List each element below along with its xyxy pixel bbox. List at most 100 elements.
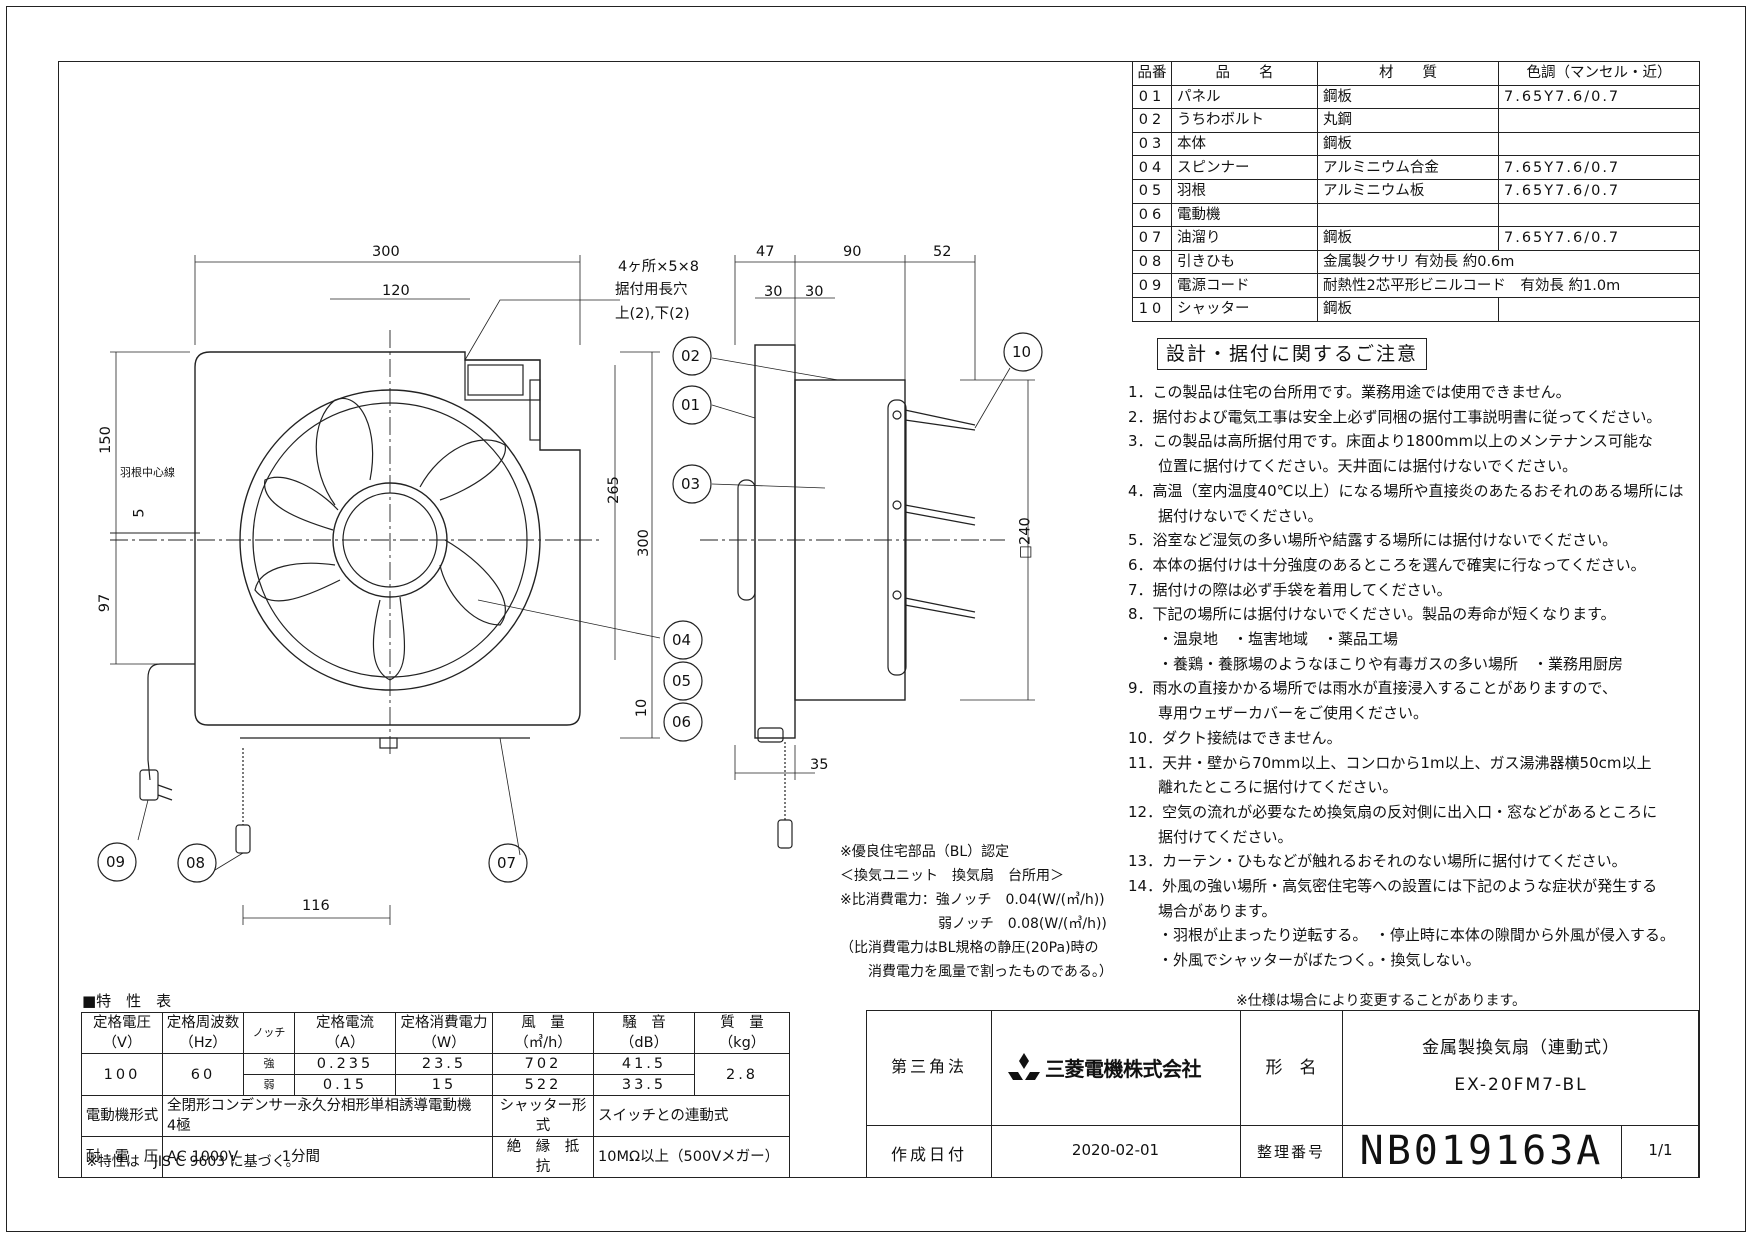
- part-color: 7.65Y7.6/0.7: [1498, 155, 1700, 180]
- dim-300-top: 300: [372, 244, 400, 260]
- part-color: [1498, 296, 1700, 322]
- part-color: 7.65Y7.6/0.7: [1498, 84, 1700, 110]
- dim-47: 47: [756, 244, 775, 260]
- company-name: 三菱電機株式会社: [1045, 1056, 1202, 1081]
- th-noise: 騒 音（dB）: [593, 1012, 695, 1054]
- front-view: [110, 255, 661, 925]
- bl-line: ※比消費電力：強ノッチ 0.04(W/(㎥/h)): [840, 892, 1105, 908]
- balloon-03: 03: [681, 475, 701, 493]
- header-name: 品 名: [1171, 61, 1318, 86]
- part-material: 鋼板: [1317, 226, 1499, 251]
- bl-line: ※優良住宅部品（BL）認定: [840, 844, 1010, 860]
- balloon-05: 05: [672, 672, 692, 690]
- installation-notes: 1．この製品は住宅の台所用です。業務用途では使用できません。 2．据付および電気…: [1128, 380, 1688, 973]
- part-name: 電動機: [1171, 202, 1318, 228]
- part-name: スピンナー: [1171, 155, 1318, 180]
- part-material: [1317, 202, 1499, 228]
- note-line: 位置に据付けてください。天井面には据付けないでください。: [1128, 457, 1578, 476]
- part-material: アルミニウム板: [1317, 178, 1499, 204]
- th-mass-label: 質 量: [720, 1015, 764, 1031]
- th-voltage: 定格電圧（V）: [81, 1012, 163, 1054]
- product-name: 金属製換気扇（連動式）: [1422, 1038, 1620, 1058]
- note-line: 11．天井・壁から70mm以上、コンロから1m以上、ガス湯沸器横50cm以上: [1128, 753, 1652, 772]
- freq-value: 60: [162, 1053, 244, 1096]
- withstand-value: AC 1000V 1分間: [162, 1136, 493, 1178]
- tb-vline: [1240, 1011, 1241, 1177]
- part-name: 本体: [1171, 131, 1318, 157]
- notch-strong: 強: [243, 1053, 295, 1075]
- slot-note-2: 据付用長穴: [615, 282, 688, 298]
- part-name: 電源コード: [1171, 273, 1318, 298]
- th-current: 定格電流（A）: [294, 1012, 396, 1054]
- part-name: 羽根: [1171, 178, 1318, 204]
- th-power: 定格消費電力（W）: [395, 1012, 493, 1054]
- current-weak: 0.15: [294, 1074, 396, 1096]
- bl-line: 弱ノッチ 0.08(W/(㎥/h)): [840, 916, 1107, 932]
- note-line: 13．カーテン・ひもなどが触れるおそれのない場所に据付けてください。: [1128, 852, 1627, 871]
- note-line: 5．浴室など湿気の多い場所や結露する場所には据付けないでください。: [1128, 531, 1618, 550]
- model-label: 形 名: [1265, 1058, 1317, 1078]
- noise-weak: 33.5: [593, 1074, 695, 1096]
- bl-certification-note: ※優良住宅部品（BL）認定＜換気ユニット 換気扇 台所用＞※比消費電力：強ノッチ…: [840, 840, 1113, 984]
- balloon-markers: [97, 332, 1043, 883]
- part-no: 04: [1132, 155, 1172, 180]
- part-name: シャッター: [1171, 296, 1318, 322]
- slot-note-3: 上(2),下(2): [615, 306, 690, 322]
- motor-label: 電動機形式: [81, 1095, 163, 1137]
- part-material: 金属製クサリ 有効長 約0.6m: [1317, 249, 1700, 275]
- note-line: ・羽根が止まったり逆転する。 ・停止時に本体の隙間から外風が侵入する。: [1128, 926, 1675, 945]
- dim-240: □240: [1017, 517, 1034, 559]
- part-no: 02: [1132, 108, 1172, 133]
- power-strong: 23.5: [395, 1053, 493, 1075]
- part-material: 丸鋼: [1317, 108, 1499, 133]
- bl-line: （比消費電力はBL規格の静圧(20Pa)時の: [840, 940, 1099, 956]
- part-name: うちわボルト: [1171, 108, 1318, 133]
- part-no: 09: [1132, 273, 1172, 298]
- note-line: 離れたところに据付けてください。: [1128, 778, 1398, 797]
- th-mass-unit: （kg）: [718, 1035, 766, 1051]
- note-line: ・養鶏・養豚場のようなほこりや有毒ガスの多い場所 ・業務用厨房: [1128, 654, 1624, 673]
- part-no: 07: [1132, 226, 1172, 251]
- note-line: 7．据付けの際は必ず手袋を着用してください。: [1128, 580, 1452, 599]
- tb-hline: [867, 1125, 1698, 1126]
- dim-52: 52: [933, 244, 952, 260]
- dim-5: 5: [131, 508, 148, 518]
- th-voltage-unit: （V）: [102, 1035, 142, 1051]
- th-noise-unit: （dB）: [619, 1035, 669, 1051]
- side-view: [700, 255, 1035, 849]
- mitsubishi-logo-icon: [1008, 1053, 1040, 1080]
- voltage-value: 100: [81, 1053, 163, 1096]
- th-power-unit: （W）: [422, 1035, 466, 1051]
- part-no: 06: [1132, 202, 1172, 228]
- header-material: 材 質: [1317, 61, 1499, 86]
- balloon-04: 04: [672, 631, 692, 649]
- th-notch: ノッチ: [243, 1012, 295, 1054]
- balloon-09: 09: [106, 853, 126, 871]
- noise-strong: 41.5: [593, 1053, 695, 1075]
- jis-note: ※特性は JIS C 9603 に基づく。: [86, 1154, 300, 1170]
- doc-number: NB019163A: [1359, 1128, 1604, 1174]
- notch-weak: 弱: [243, 1074, 295, 1096]
- part-material: 鋼板: [1317, 131, 1499, 157]
- shutter-label: シャッター形式: [492, 1095, 594, 1137]
- note-line: 9．雨水の直接かかる場所では雨水が直接浸入することがありますので、: [1128, 679, 1617, 698]
- blade-center-label: 羽根中心線: [120, 466, 175, 479]
- mass-value: 2.8: [694, 1053, 790, 1096]
- note-line: 1．この製品は住宅の台所用です。業務用途では使用できません。: [1128, 383, 1571, 401]
- notes-title: 設計・据付に関するご注意: [1157, 338, 1428, 370]
- balloon-01: 01: [681, 396, 701, 414]
- balloon-02: 02: [681, 347, 701, 365]
- note-line: 4．高温（室内温度40℃以上）になる場所や直接炎のあたるおそれのある場所には: [1128, 481, 1684, 500]
- th-air-unit: （㎥/h）: [514, 1035, 572, 1051]
- motor-value: 全閉形コンデンサー永久分相形単相誘導電動機 4極: [162, 1095, 493, 1137]
- insulation-value: 10MΩ以上（500Vメガー）: [593, 1136, 790, 1178]
- dim-150: 150: [97, 426, 114, 454]
- part-no: 10: [1132, 296, 1172, 322]
